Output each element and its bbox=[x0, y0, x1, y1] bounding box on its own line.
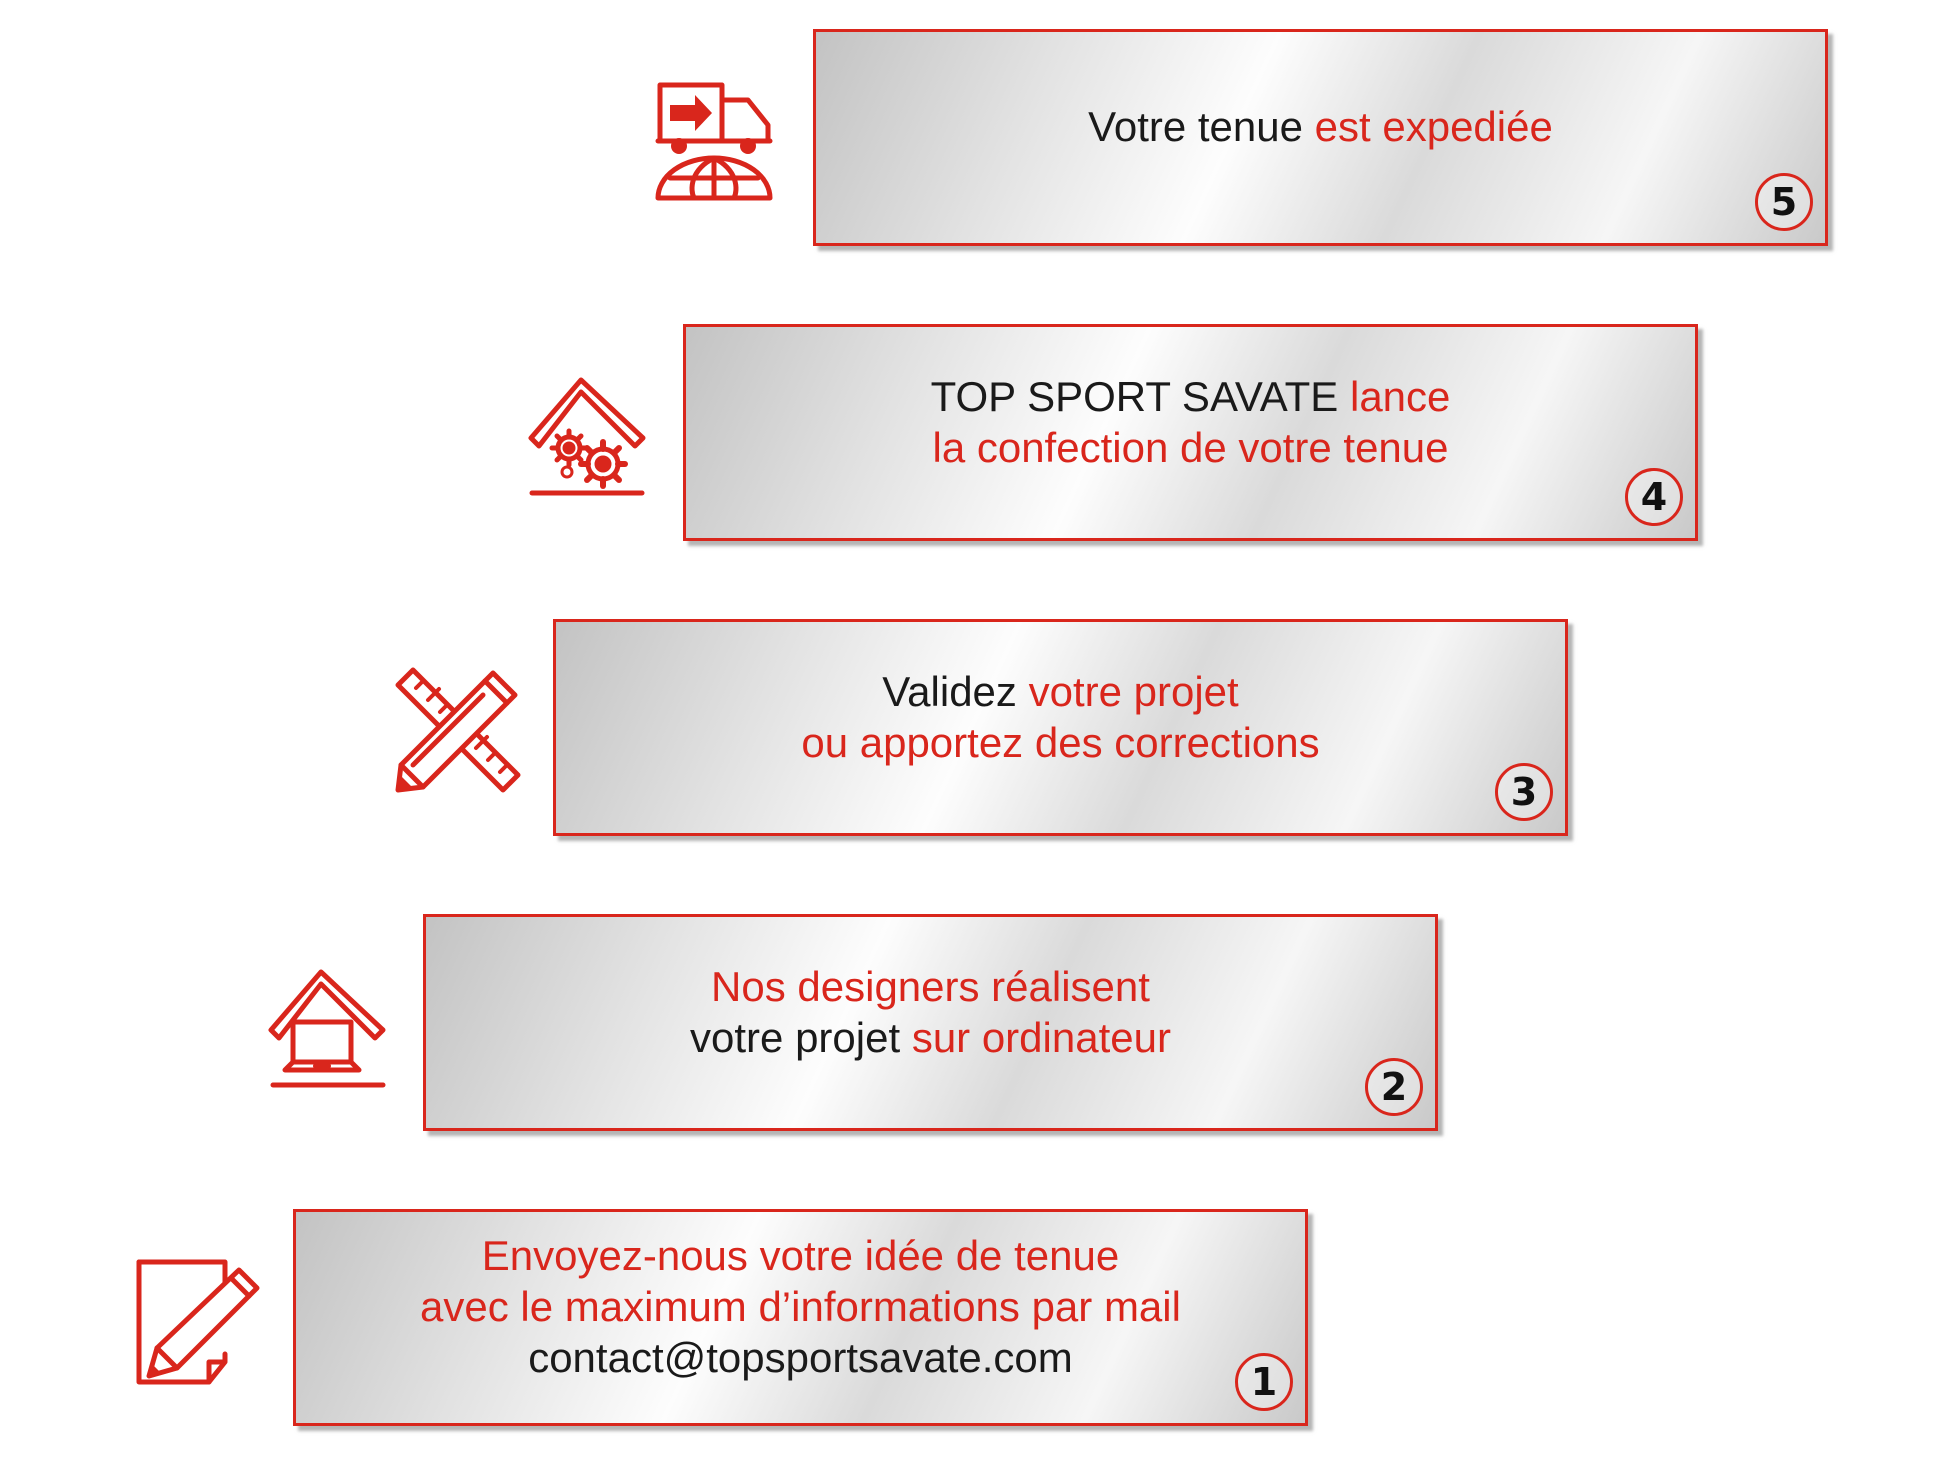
step-2: Nos designers réalisent votre projet sur… bbox=[423, 914, 1438, 1131]
step-1-line-2: avec le maximum d’informations par mail bbox=[420, 1281, 1181, 1332]
step-2-text: Nos designers réalisent votre projet sur… bbox=[690, 961, 1171, 1063]
step-3-panel: Validez votre projet ou apportez des cor… bbox=[553, 619, 1568, 836]
step-1-line-1-part-1: Envoyez-nous votre idée de tenue bbox=[481, 1232, 1120, 1279]
step-2-number-badge: 2 bbox=[1365, 1058, 1423, 1116]
step-5: Votre tenue est expediée 5 bbox=[813, 29, 1828, 246]
step-1-number-badge: 1 bbox=[1235, 1353, 1293, 1411]
step-4-line-2: la confection de votre tenue bbox=[931, 422, 1451, 473]
step-1-line-3: contact@topsportsavate.com bbox=[420, 1332, 1181, 1383]
step-4-panel: TOP SPORT SAVATE lance la confection de … bbox=[683, 324, 1698, 541]
step-3-line-1: Validez votre projet bbox=[801, 666, 1319, 717]
step-5-line-1-part-1: Votre tenue bbox=[1088, 103, 1315, 150]
step-5-text: Votre tenue est expediée bbox=[1088, 101, 1553, 152]
step-4-line-1-part-1: TOP SPORT SAVATE bbox=[930, 372, 1350, 420]
step-4: TOP SPORT SAVATE lance la confection de … bbox=[683, 324, 1698, 541]
step-5-panel: Votre tenue est expediée 5 bbox=[813, 29, 1828, 246]
step-3-text: Validez votre projet ou apportez des cor… bbox=[801, 666, 1319, 768]
step-4-line-1: TOP SPORT SAVATE lance bbox=[931, 371, 1451, 422]
step-1-line-3-part-1: contact@topsportsavate.com bbox=[528, 1334, 1073, 1381]
step-2-line-2-part-1: votre projet bbox=[690, 1013, 912, 1061]
step-2-line-1: Nos designers réalisent bbox=[690, 961, 1171, 1012]
step-4-line-2-part-1: la confection de votre tenue bbox=[932, 423, 1449, 471]
step-1-line-1: Envoyez-nous votre idée de tenue bbox=[420, 1230, 1181, 1281]
step-2-panel: Nos designers réalisent votre projet sur… bbox=[423, 914, 1438, 1131]
delivery-truck-globe-icon bbox=[650, 80, 780, 205]
step-2-line-2-part-2: sur ordinateur bbox=[911, 1013, 1171, 1061]
step-4-number-badge: 4 bbox=[1625, 468, 1683, 526]
step-3-line-1-part-1: Validez bbox=[882, 667, 1029, 715]
step-5-number-badge: 5 bbox=[1755, 173, 1813, 231]
step-1-text: Envoyez-nous votre idée de tenue avec le… bbox=[420, 1230, 1181, 1383]
step-4-text: TOP SPORT SAVATE lance la confection de … bbox=[931, 371, 1451, 473]
step-5-line-1-part-2: est expediée bbox=[1314, 103, 1553, 150]
step-2-line-2: votre projet sur ordinateur bbox=[690, 1012, 1171, 1063]
laptop-house-icon bbox=[265, 962, 390, 1092]
step-1: Envoyez-nous votre idée de tenue avec le… bbox=[293, 1209, 1308, 1426]
step-1-line-2-part-1: avec le maximum d’informations par mail bbox=[420, 1283, 1181, 1330]
step-3: Validez votre projet ou apportez des cor… bbox=[553, 619, 1568, 836]
step-3-line-2: ou apportez des corrections bbox=[801, 717, 1319, 768]
note-pencil-icon bbox=[135, 1258, 265, 1388]
step-5-line-1: Votre tenue est expediée bbox=[1088, 101, 1553, 152]
step-3-line-1-part-2: votre projet bbox=[1028, 667, 1239, 715]
step-2-line-1-part-1: Nos designers réalisent bbox=[711, 962, 1150, 1010]
step-4-line-1-part-2: lance bbox=[1349, 372, 1451, 420]
step-3-line-2-part-1: ou apportez des corrections bbox=[801, 718, 1320, 766]
factory-gears-icon bbox=[525, 370, 650, 500]
ruler-pencil-icon bbox=[393, 665, 523, 795]
step-1-panel: Envoyez-nous votre idée de tenue avec le… bbox=[293, 1209, 1308, 1426]
step-3-number-badge: 3 bbox=[1495, 763, 1553, 821]
